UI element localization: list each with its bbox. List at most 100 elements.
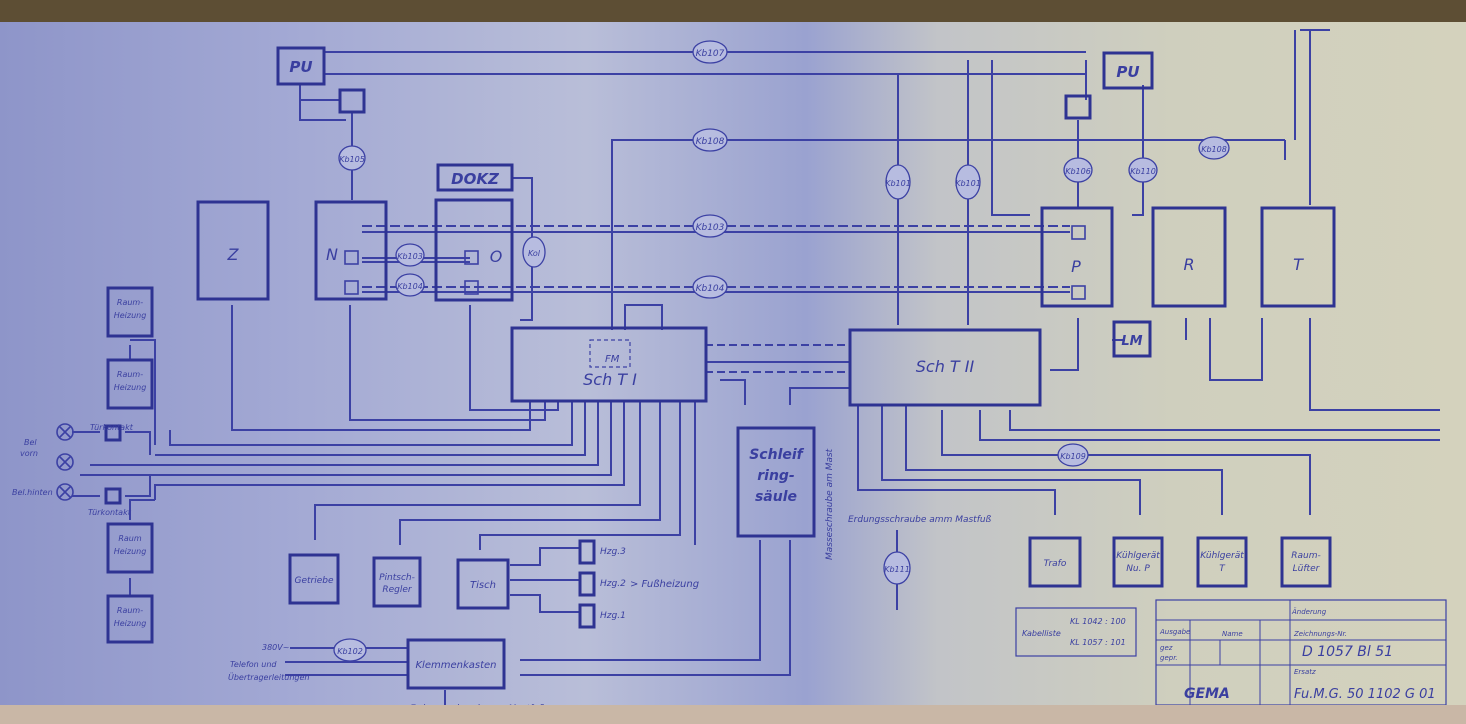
- cable-marker: Kol: [522, 236, 546, 268]
- cable-marker: Kb106: [1063, 157, 1093, 183]
- svg-text:Kb106: Kb106: [1065, 167, 1091, 176]
- heater-box: [578, 603, 596, 629]
- cable-marker: Kb105: [338, 145, 366, 171]
- unit-t: T: [1260, 206, 1336, 308]
- svg-text:Z: Z: [227, 245, 240, 264]
- connector: [1071, 225, 1086, 240]
- unit-klemmenkasten: Klemmenkasten: [406, 638, 506, 690]
- cable-marker: Kb101: [885, 164, 911, 200]
- svg-text:> Fußheizung: > Fußheizung: [630, 579, 699, 590]
- connector: [464, 280, 479, 295]
- cable-markers: Kb107 Kb108 Kb103 Kb104 Kb105 Kb103 Kb10…: [333, 40, 1230, 662]
- svg-text:Bel: Bel: [24, 438, 37, 447]
- svg-text:Bel.hinten: Bel.hinten: [12, 488, 53, 497]
- svg-text:Klemmenkasten: Klemmenkasten: [415, 660, 496, 671]
- svg-text:O: O: [490, 247, 503, 266]
- svg-text:Türkontakt: Türkontakt: [88, 508, 132, 517]
- svg-text:Lüfter: Lüfter: [1293, 564, 1321, 574]
- door-contact-box: [104, 424, 122, 442]
- cable-marker: Kb107: [692, 40, 728, 64]
- unit-schleifringsaeule: Schleif ring- säule: [736, 426, 816, 538]
- svg-text:Kb103: Kb103: [397, 252, 423, 261]
- svg-text:380V~: 380V~: [262, 643, 289, 652]
- svg-text:FM: FM: [605, 354, 620, 365]
- svg-text:Kb104: Kb104: [696, 284, 725, 294]
- svg-text:Raum: Raum: [118, 534, 142, 543]
- svg-text:Kb109: Kb109: [1060, 452, 1086, 461]
- cable-marker: Kb104: [692, 275, 728, 299]
- svg-text:Kühlgerät: Kühlgerät: [1200, 551, 1244, 561]
- svg-text:PU: PU: [1116, 63, 1139, 81]
- cable-marker: Kb110: [1128, 157, 1158, 183]
- svg-text:Kb104: Kb104: [397, 282, 423, 291]
- svg-text:Kb101: Kb101: [885, 179, 911, 188]
- heater-box: [578, 571, 596, 597]
- svg-text:Schleif: Schleif: [749, 447, 804, 463]
- svg-text:gepr.: gepr.: [1160, 654, 1178, 662]
- door-contact-box: [104, 487, 122, 505]
- svg-text:Übertragerleitungen: Übertragerleitungen: [228, 672, 309, 682]
- unit-raumheizung-1: Raum-Heizung: [106, 286, 154, 338]
- unit-tisch: Tisch: [456, 558, 510, 610]
- unit-p: P: [1040, 206, 1114, 308]
- title-block: Kabelliste KL 1042 : 100 KL 1057 : 101 Ä…: [1015, 599, 1447, 712]
- svg-text:Nu. P: Nu. P: [1126, 564, 1150, 574]
- svg-text:Ersatz: Ersatz: [1294, 668, 1316, 676]
- svg-text:PU: PU: [289, 58, 312, 76]
- svg-text:N: N: [326, 245, 338, 264]
- svg-text:Heizung: Heizung: [114, 619, 147, 628]
- fm-frame: [589, 339, 631, 368]
- svg-text:gez: gez: [1160, 644, 1173, 652]
- svg-text:Getriebe: Getriebe: [294, 576, 333, 586]
- svg-text:P: P: [1071, 257, 1081, 276]
- cable-marker: Kb111: [883, 551, 911, 585]
- svg-text:Hzg.2: Hzg.2: [600, 579, 626, 589]
- cable-marker: Kb103: [395, 243, 425, 267]
- svg-text:Kabelplan: Kabelplan: [1326, 704, 1360, 712]
- unit-n: N: [314, 200, 388, 301]
- unit-boxes: PU PU DOKZ Z N O P R T LM Sch T I FM Sch…: [104, 46, 1336, 690]
- connector: [1071, 285, 1086, 300]
- svg-text:Türkontakt: Türkontakt: [90, 423, 134, 432]
- connector: [344, 250, 359, 265]
- svg-text:Zeichnungs-Nr.: Zeichnungs-Nr.: [1293, 630, 1347, 638]
- svg-text:Raum-: Raum-: [117, 298, 143, 307]
- unit-dokz: DOKZ: [436, 163, 514, 192]
- svg-text:Kb107: Kb107: [696, 49, 725, 59]
- svg-text:KL 1057 : 101: KL 1057 : 101: [1070, 638, 1126, 647]
- svg-text:Änderung: Änderung: [1291, 607, 1327, 616]
- svg-text:Masseschraube am Mast: Masseschraube am Mast: [825, 448, 835, 560]
- svg-text:Kb108: Kb108: [696, 137, 725, 147]
- unit-getriebe: Getriebe: [288, 553, 340, 605]
- unit-pintsch-regler: Pintsch-Regler: [372, 556, 422, 608]
- cable-marker: Kb102: [333, 638, 367, 662]
- svg-text:Hzg.3: Hzg.3: [600, 547, 626, 557]
- svg-text:vorn: vorn: [20, 449, 38, 458]
- small-box-right: [1064, 94, 1092, 120]
- svg-text:R: R: [1183, 255, 1194, 274]
- unit-trafo: Trafo: [1028, 536, 1082, 588]
- svg-text:Heizung: Heizung: [114, 383, 147, 392]
- svg-text:Kabelliste: Kabelliste: [1022, 629, 1061, 638]
- svg-text:Kb108: Kb108: [1201, 145, 1227, 154]
- svg-text:Raum-: Raum-: [1291, 551, 1321, 561]
- unit-pu-right: PU: [1102, 51, 1154, 90]
- svg-text:Erdungsschraube am Mastfuß: Erdungsschraube am Mastfuß: [410, 704, 545, 714]
- unit-raumheizung-2: Raum-Heizung: [106, 358, 154, 410]
- svg-text:Erdungsschraube amm Mastfuß: Erdungsschraube amm Mastfuß: [848, 515, 992, 525]
- svg-text:Heizung: Heizung: [114, 547, 147, 556]
- svg-text:DOKZ: DOKZ: [451, 170, 500, 188]
- svg-text:ring-: ring-: [757, 468, 795, 484]
- svg-text:Regler: Regler: [382, 585, 413, 595]
- svg-text:Kol: Kol: [528, 249, 541, 258]
- svg-text:D 1057 Bl 51: D 1057 Bl 51: [1302, 644, 1393, 660]
- wire-layer: [72, 29, 1440, 705]
- unit-raumluefter: Raum- Lüfter: [1280, 536, 1332, 588]
- svg-text:Kb103: Kb103: [696, 223, 725, 233]
- svg-text:LM: LM: [1121, 334, 1142, 349]
- svg-text:Tisch: Tisch: [470, 580, 496, 591]
